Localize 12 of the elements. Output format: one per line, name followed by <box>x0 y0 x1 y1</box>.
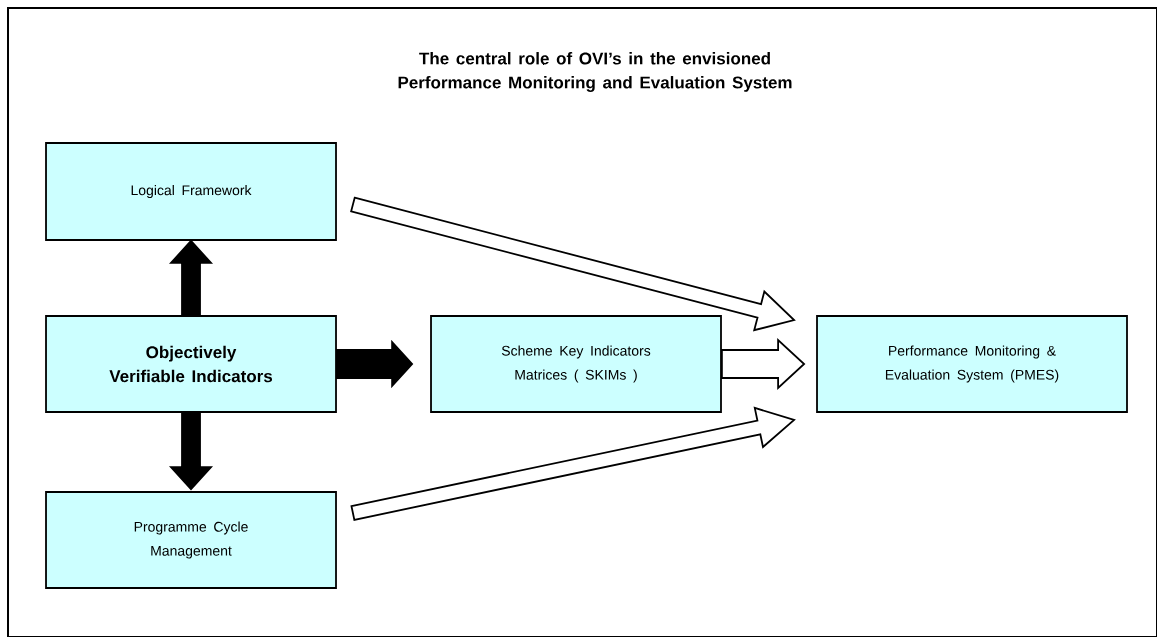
process-box: Programme Cycle Management <box>45 491 337 589</box>
block-arrow <box>350 196 796 332</box>
block-arrow <box>336 339 414 389</box>
block-arrow <box>721 337 806 391</box>
process-box: Objectively Verifiable Indicators <box>45 315 337 413</box>
block-arrow <box>168 239 214 316</box>
process-box: Performance Monitoring & Evaluation System (PMES) <box>816 315 1128 413</box>
title: The central role of OVI’s in the envisioned Performance Monitoring and Evaluation System <box>398 52 792 92</box>
block-arrow <box>350 406 796 521</box>
block-arrow <box>168 412 214 491</box>
process-box: Scheme Key Indicators Matrices ( SKIMs ) <box>430 315 722 413</box>
process-box: Logical Framework <box>45 142 337 241</box>
